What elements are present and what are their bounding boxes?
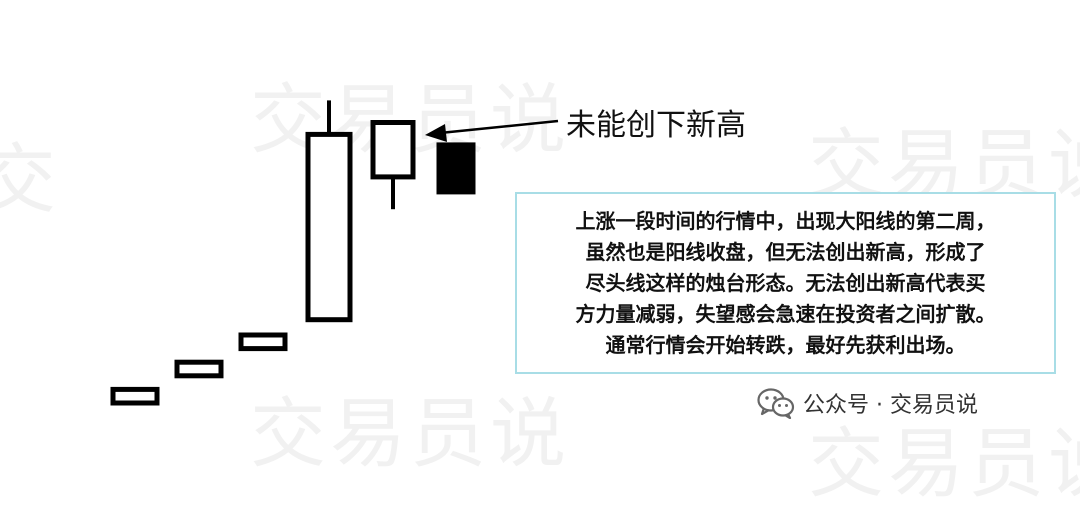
bearish-candle-body [436,142,476,195]
info-line: 尽头线这样的烛台形态。无法创出新高代表买 [585,270,986,295]
bullish-candle-body [370,120,416,180]
footer: 公众号 · 交易员说 [757,386,978,420]
footer-text: 公众号 · 交易员说 [803,393,978,418]
candlestick-pattern [110,100,559,406]
info-line: 虽然也是阳线收盘，但无法创出新高，形成了 [585,239,986,264]
info-line: 上涨一段时间的行情中，出现大阳线的第二周， [575,208,996,233]
info-line: 方力量减弱，失望感会急速在投资者之间扩散。 [575,301,996,326]
watermark: 交易员说 [0,135,60,224]
bullish-candle-body [174,359,224,379]
bullish-candle-body [110,386,160,406]
bullish-candle-body [238,332,288,352]
bullish-candle-body [305,131,353,323]
callout-arrow [425,119,559,142]
info-line: 通常行情会开始转跌，最好先获利出场。 [605,332,966,357]
info-box: 上涨一段时间的行情中，出现大阳线的第二周， 虽然也是阳线收盘，但无法创出新高，形… [515,192,1056,374]
callout-label: 未能创下新高 [566,108,746,143]
wechat-icon [757,387,795,420]
diagram-canvas: 交易员说 交易员说 交易员说 交易员说 交易员说 未能创下新高 上涨一段时间的行… [0,75,1080,508]
